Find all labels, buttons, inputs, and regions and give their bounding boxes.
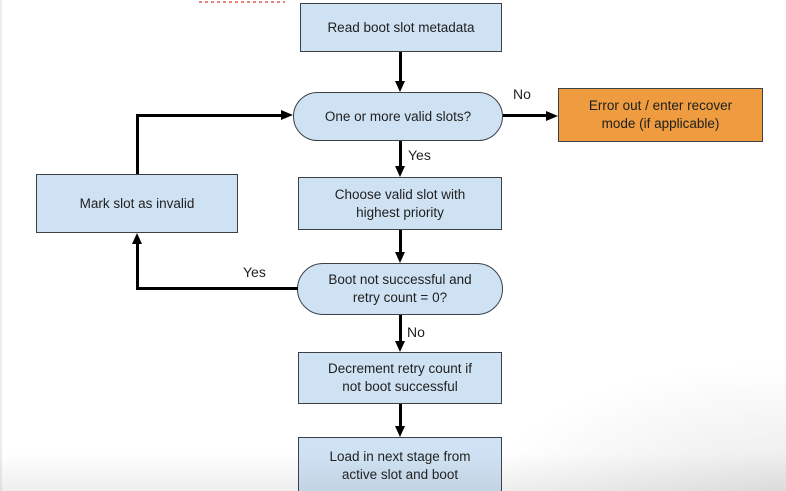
arrowhead-down-icon: [395, 81, 405, 92]
node-mark-slot-invalid: Mark slot as invalid: [36, 174, 238, 233]
arrowhead-down-icon: [395, 166, 405, 177]
node-decrement-retry-count: Decrement retry count if not boot succes…: [298, 352, 502, 404]
edge-label-no: No: [407, 324, 425, 340]
edge-decision2-to-mark-vline: [136, 244, 139, 290]
arrowhead-right-icon: [546, 111, 558, 121]
edge-choose-to-decision2-line: [399, 230, 402, 252]
arrowhead-down-icon: [395, 341, 405, 352]
edge-label-yes: Yes: [408, 147, 431, 163]
bottom-right-shade: [486, 361, 786, 491]
node-load-next-stage: Load in next stage from active slot and …: [298, 437, 502, 491]
edge-decision2-to-mark-hline: [137, 287, 298, 290]
edge-label-no: No: [513, 86, 531, 102]
arrowhead-right-icon: [281, 110, 293, 120]
edge-read-to-decision1-line: [399, 52, 402, 81]
red-dotted-artifact: [199, 1, 285, 3]
decision-one-or-more-valid-slots: One or more valid slots?: [293, 92, 503, 141]
edge-label-yes: Yes: [243, 264, 266, 280]
arrowhead-down-icon: [395, 252, 405, 263]
node-error-out-recover-mode: Error out / enter recover mode (if appli…: [558, 88, 763, 142]
edge-mark-to-decision1-vline: [136, 114, 139, 174]
edge-decision1-to-error-line: [503, 114, 546, 117]
node-choose-valid-slot: Choose valid slot with highest priority: [298, 177, 502, 230]
edge-decision1-to-choose-line: [399, 141, 402, 166]
arrowhead-down-icon: [395, 426, 405, 437]
arrowhead-up-icon: [132, 233, 142, 244]
edge-decision2-to-decrement-line: [399, 315, 402, 341]
left-edge-strip: [0, 0, 2, 491]
decision-boot-not-successful-retry-zero: Boot not successful and retry count = 0?: [297, 263, 503, 315]
edge-mark-to-decision1-hline: [136, 114, 281, 117]
edge-decrement-to-load-line: [399, 404, 402, 426]
node-read-boot-slot-metadata: Read boot slot metadata: [300, 3, 502, 52]
